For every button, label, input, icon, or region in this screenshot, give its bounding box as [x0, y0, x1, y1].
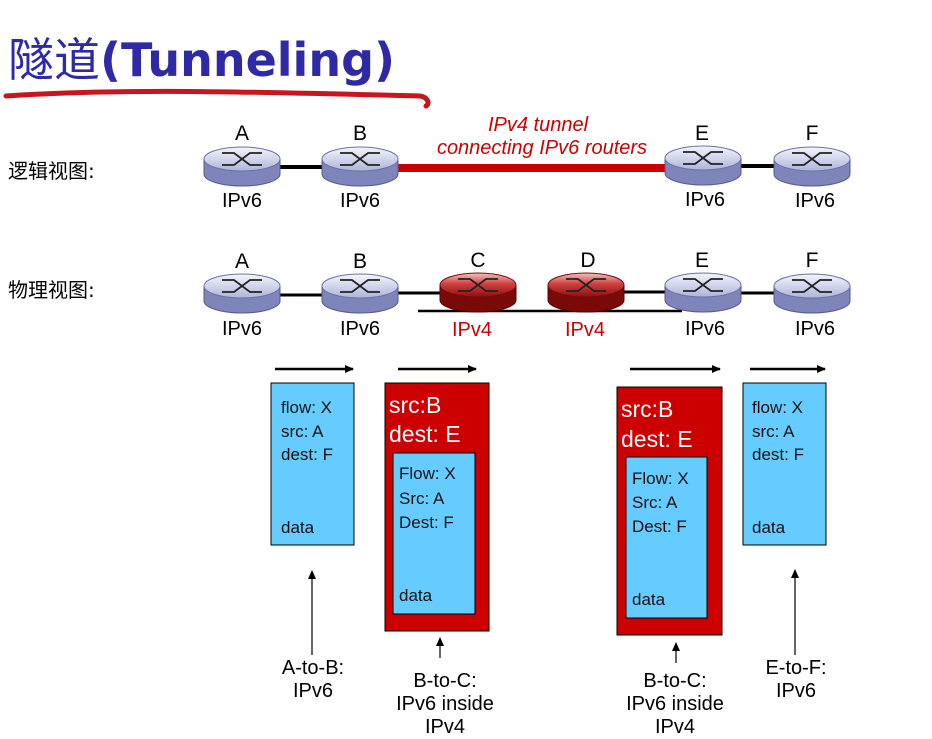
router-type-label: IPv4: [452, 319, 492, 341]
caption-a-to-b: A-to-B: IPv6: [282, 657, 344, 702]
packet-flow: Flow: X: [632, 469, 689, 488]
router-type-label: IPv6: [795, 318, 835, 340]
physical-router-c: C IPv4: [439, 249, 517, 341]
packet-flow: Flow: X: [399, 464, 456, 483]
logical-router-e: E IPv6: [664, 122, 742, 211]
outer-dest: dest: E: [621, 426, 693, 452]
packet-src: Src: A: [632, 493, 678, 512]
tunnel-label-line1: IPv4 tunnel: [488, 114, 589, 136]
logical-view-label: 逻辑视图:: [8, 159, 95, 183]
ipv6-datagram: [625, 456, 708, 619]
router-letter: E: [695, 249, 709, 272]
router-icon: [321, 146, 399, 187]
router-letter: A: [235, 250, 249, 273]
physical-router-f: F IPv6: [773, 249, 851, 340]
router-type-label: IPv6: [795, 190, 835, 212]
router-icon: [439, 272, 517, 313]
logical-router-a: A IPv6: [203, 122, 281, 212]
router-letter: F: [806, 249, 819, 272]
packet-dest: Dest: F: [632, 517, 687, 536]
ipv6-datagram: [742, 382, 827, 546]
physical-router-a: A IPv6: [203, 250, 281, 340]
router-type-label: IPv6: [222, 190, 262, 212]
packet-data: data: [281, 518, 315, 537]
packet-data: data: [752, 518, 786, 537]
logical-router-f: F IPv6: [773, 122, 851, 212]
caption-line: B-to-C:: [643, 670, 706, 692]
outer-dest: dest: E: [389, 421, 461, 447]
packet-data: data: [632, 590, 666, 609]
router-type-label: IPv6: [685, 189, 725, 211]
caption-line: IPv4: [655, 716, 695, 738]
router-type-label: IPv6: [340, 318, 380, 340]
outer-src: src:B: [389, 392, 441, 418]
caption-line: A-to-B:: [282, 657, 344, 679]
packet-b-to-c-2: src:B dest: E Flow: X Src: A Dest: F dat…: [616, 386, 723, 636]
caption-line: IPv6 inside: [626, 693, 724, 715]
router-letter: D: [580, 249, 595, 272]
packet-e-to-f: flow: X src: A dest: F data: [742, 382, 827, 546]
router-type-label: IPv6: [222, 318, 262, 340]
router-icon: [547, 272, 625, 313]
title-underline: [3, 88, 431, 109]
outer-src: src:B: [621, 396, 673, 422]
caption-line: E-to-F:: [765, 657, 826, 679]
caption-line: IPv6: [776, 680, 816, 702]
logical-router-b: B IPv6: [321, 122, 399, 212]
router-icon: [773, 146, 851, 187]
caption-line: IPv6: [293, 680, 333, 702]
caption-line: B-to-C:: [413, 670, 476, 692]
ipv6-datagram: [392, 452, 476, 615]
router-letter: E: [695, 122, 709, 145]
packet-flow: flow: X: [752, 398, 803, 417]
packet-src: src: A: [752, 422, 795, 441]
physical-router-d: D IPv4: [547, 249, 625, 341]
packet-a-to-b: flow: X src: A dest: F data: [270, 382, 355, 546]
caption-b-to-c-1: B-to-C: IPv6 inside IPv4: [396, 670, 494, 738]
packet-src: src: A: [281, 422, 324, 441]
router-letter: B: [353, 250, 367, 273]
router-icon: [203, 273, 281, 314]
page-title: 隧道(Tunneling): [8, 33, 395, 87]
router-icon: [203, 146, 281, 187]
router-type-label: IPv4: [565, 319, 605, 341]
packet-data: data: [399, 586, 433, 605]
caption-e-to-f: E-to-F: IPv6: [765, 657, 826, 702]
packet-src: Src: A: [399, 489, 445, 508]
router-letter: C: [470, 249, 485, 272]
packet-dest: dest: F: [752, 445, 804, 464]
router-icon: [321, 273, 399, 314]
router-letter: F: [806, 122, 819, 145]
router-letter: A: [235, 122, 249, 145]
router-icon: [664, 145, 742, 186]
title-chinese: 隧道: [8, 33, 100, 87]
title-english: (Tunneling): [100, 33, 395, 87]
packet-b-to-c-1: src:B dest: E Flow: X Src: A Dest: F dat…: [384, 382, 490, 632]
router-type-label: IPv6: [685, 318, 725, 340]
router-icon: [773, 273, 851, 314]
ipv6-datagram: [270, 382, 355, 546]
router-letter: B: [353, 122, 367, 145]
tunnel-label-line2: connecting IPv6 routers: [437, 137, 647, 159]
physical-view-label: 物理视图:: [8, 278, 95, 302]
physical-router-b: B IPv6: [321, 250, 399, 340]
caption-line: IPv6 inside: [396, 693, 494, 715]
packet-dest: dest: F: [281, 445, 333, 464]
physical-router-e: E IPv6: [664, 249, 742, 340]
caption-b-to-c-2: B-to-C: IPv6 inside IPv4: [626, 670, 724, 738]
router-icon: [664, 272, 742, 313]
caption-line: IPv4: [425, 716, 465, 738]
router-type-label: IPv6: [340, 190, 380, 212]
packet-dest: Dest: F: [399, 513, 454, 532]
packet-flow: flow: X: [281, 398, 332, 417]
